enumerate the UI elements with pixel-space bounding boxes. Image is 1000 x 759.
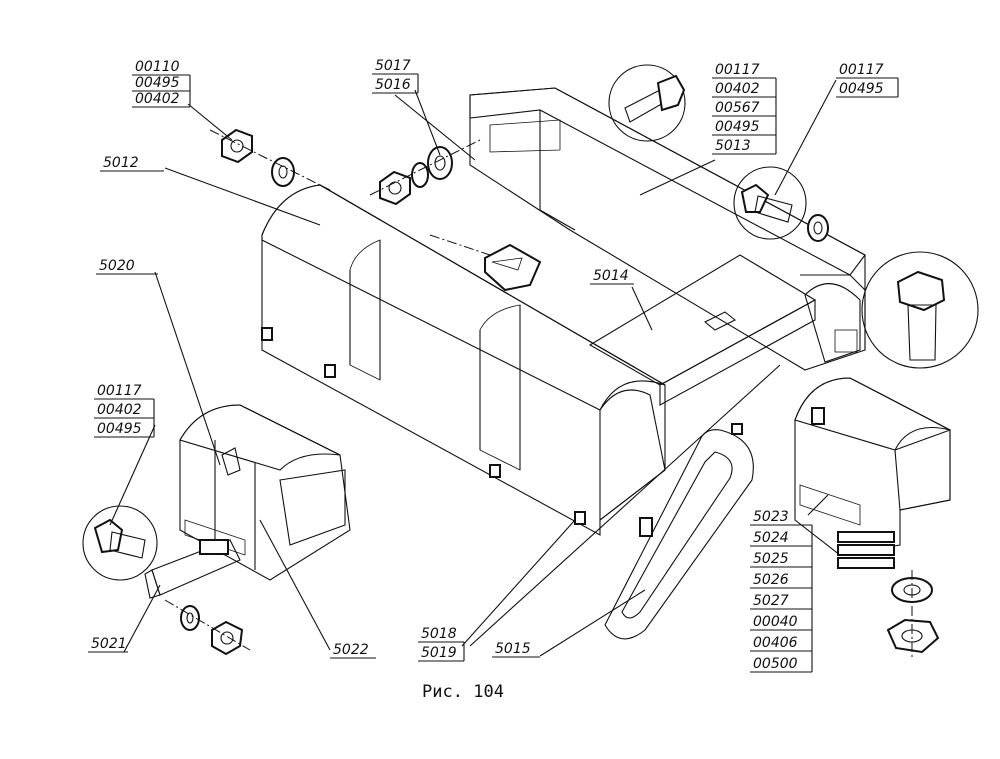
part-number-label: 00402 <box>97 402 142 418</box>
cross-plate-5014 <box>588 254 817 406</box>
callout-c11: 5018 5019 <box>418 626 465 662</box>
fasteners <box>82 64 979 660</box>
part-number-label: 5015 <box>495 641 531 657</box>
callout-c8: 00117 00402 00495 <box>94 383 155 438</box>
part-number-label: 00040 <box>753 614 798 630</box>
callout-c4: 00117 00495 <box>836 62 899 98</box>
figure-caption: Рис. 104 <box>422 682 504 702</box>
part-number-label: 5018 <box>421 626 457 642</box>
callout-c7: 5014 <box>590 268 634 285</box>
part-number-label: 00495 <box>135 75 180 91</box>
leader-lines <box>109 79 837 657</box>
part-number-label: 5022 <box>333 642 369 658</box>
part-number-label: 5017 <box>375 58 411 74</box>
callout-c13: 5023 5024 5025 5026 5027 00040 00406 00500 <box>750 509 813 673</box>
callout-c2: 5017 5016 <box>372 58 419 94</box>
part-number-label: 00402 <box>715 81 760 97</box>
part-number-label: 00402 <box>135 91 180 107</box>
part-number-label: 5019 <box>421 645 457 661</box>
front-cover-5020 <box>179 404 351 581</box>
part-number-label: 00117 <box>97 383 142 399</box>
part-number-label: 5027 <box>753 593 789 609</box>
right-cover-5023 <box>794 377 951 569</box>
part-number-label: 00567 <box>715 100 760 116</box>
part-number-label: 5026 <box>753 572 789 588</box>
part-number-label: 00495 <box>839 81 884 97</box>
part-number-label: 5016 <box>375 77 411 93</box>
part-number-label: 00117 <box>839 62 884 78</box>
part-number-label: 5014 <box>593 268 629 284</box>
main-cover-5012 <box>261 184 666 536</box>
part-number-label: 00117 <box>715 62 760 78</box>
part-number-label: 5024 <box>753 530 789 546</box>
part-number-label: 5012 <box>103 155 139 171</box>
part-number-label: 5021 <box>91 636 127 652</box>
rear-frame-5013 <box>469 87 866 371</box>
part-number-labels: 0011000495004025017501600117004020056700… <box>88 58 899 673</box>
callout-c12: 5015 <box>492 641 540 658</box>
part-number-label: 5025 <box>753 551 789 567</box>
part-number-label: 00406 <box>753 635 798 651</box>
part-number-label: 00495 <box>97 421 142 437</box>
part-number-label: 5020 <box>99 258 135 274</box>
callout-c10: 5022 <box>330 642 376 659</box>
part-number-label: 00500 <box>753 656 798 672</box>
callout-c5: 5012 <box>100 155 164 172</box>
part-number-label: 5013 <box>715 138 751 154</box>
part-number-label: 00495 <box>715 119 760 135</box>
callout-c9: 5021 <box>88 636 128 653</box>
callout-c6: 5020 <box>96 258 158 275</box>
callout-c3: 00117 00402 00567 00495 5013 <box>712 62 777 155</box>
bracket-5021 <box>144 539 241 599</box>
part-number-label: 00110 <box>135 59 180 75</box>
part-number-label: 5023 <box>753 509 789 525</box>
